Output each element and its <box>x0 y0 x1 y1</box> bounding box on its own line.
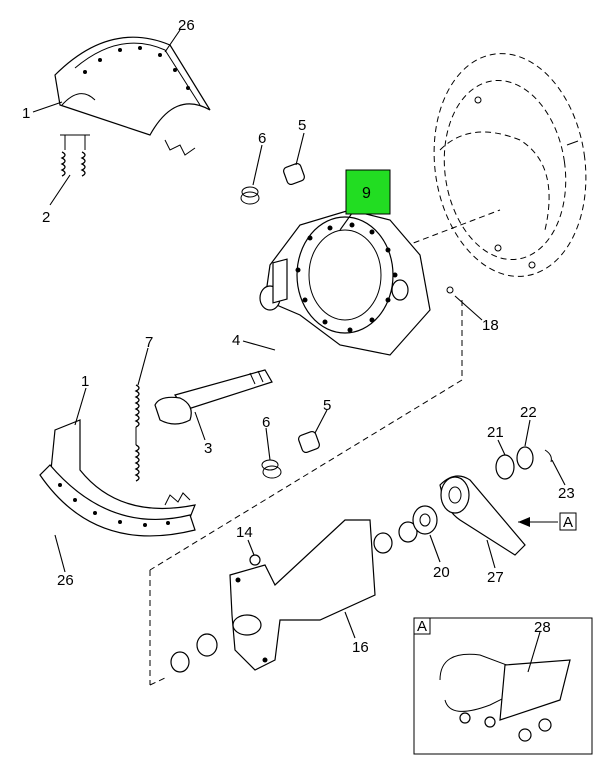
inset-label: A <box>417 618 427 635</box>
callout-21: 21 <box>487 424 504 441</box>
slack-adjuster-illustration <box>439 475 526 556</box>
callout-5-mid: 5 <box>323 397 331 414</box>
plate-4-illustration <box>272 258 288 304</box>
bearing-bottom-illustration <box>170 633 218 673</box>
callout-16: 16 <box>352 639 369 656</box>
callout-4: 4 <box>232 332 240 349</box>
brake-shoe-bottom-illustration <box>39 419 196 537</box>
callout-5-top: 5 <box>298 117 306 134</box>
inset-detail-box <box>413 617 593 755</box>
spring-7-illustration <box>134 384 140 482</box>
seal-ring-top-illustration <box>240 186 260 205</box>
leader-lines <box>32 29 566 673</box>
camshaft-illustration <box>154 369 273 425</box>
callout-14: 14 <box>236 524 253 541</box>
bushing-mid-illustration <box>297 430 321 454</box>
callout-26-top: 26 <box>178 17 195 34</box>
callout-18: 18 <box>482 317 499 334</box>
callout-22: 22 <box>520 404 537 421</box>
bolt-18-illustration <box>446 286 454 294</box>
callout-2: 2 <box>42 209 50 226</box>
callout-27: 27 <box>487 569 504 586</box>
view-ref-box <box>559 512 577 531</box>
callout-23: 23 <box>558 485 575 502</box>
view-ref-label: A <box>563 514 573 531</box>
callout-20: 20 <box>433 564 450 581</box>
bushing-top-illustration <box>282 162 306 186</box>
callout-7: 7 <box>145 334 153 351</box>
callout-6-top: 6 <box>258 130 266 147</box>
nut-14-illustration <box>249 554 261 566</box>
callout-6-mid: 6 <box>262 414 270 431</box>
brake-shoe-top-illustration <box>54 36 211 156</box>
clip-23-illustration <box>544 449 552 463</box>
callout-3: 3 <box>204 440 212 457</box>
brake-spider-illustration <box>259 209 431 356</box>
highlight-box-9 <box>345 169 391 215</box>
washer-22-illustration <box>516 446 534 470</box>
assembly-guide-lines <box>149 209 501 686</box>
seal-ring-mid-illustration <box>261 459 282 479</box>
callout-1-top: 1 <box>22 105 30 122</box>
return-spring-top-illustration <box>60 134 90 177</box>
washer-20-illustration <box>412 505 438 535</box>
callout-9: 9 <box>362 185 371 202</box>
callout-28: 28 <box>534 619 551 636</box>
dust-shield-illustration <box>433 53 587 277</box>
callout-26-bottom: 26 <box>57 572 74 589</box>
washer-21-illustration <box>495 454 515 480</box>
chamber-bracket-illustration <box>229 519 376 671</box>
bearing-mid-illustration <box>373 521 418 554</box>
callout-1-bottom: 1 <box>81 373 89 390</box>
